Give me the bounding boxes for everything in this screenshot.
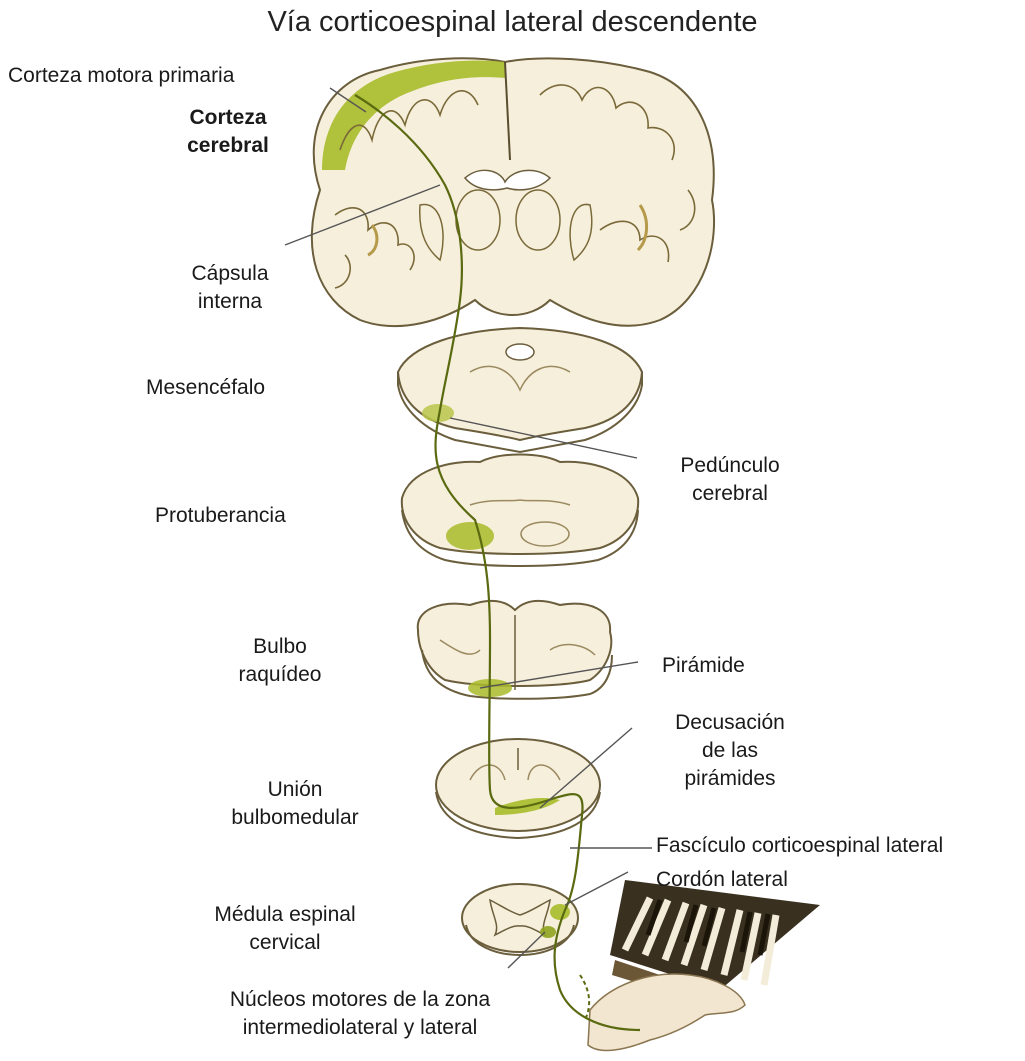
label-capsula-interna: Cápsula interna: [170, 260, 290, 316]
label-nucleos-line2: intermediolateral y lateral: [170, 1014, 550, 1042]
label-piramide: Pirámide: [662, 652, 745, 680]
label-nucleos-motores: Núcleos motores de la zona intermediolat…: [170, 986, 550, 1042]
label-pedunculo-cerebral: Pedúnculo cerebral: [660, 452, 800, 508]
label-capsula-interna-line1: Cápsula: [170, 260, 290, 288]
label-pedunculo-line1: Pedúnculo: [660, 452, 800, 480]
label-union-line2: bulbomedular: [225, 804, 365, 832]
hand: [588, 974, 745, 1050]
label-corteza-motora-primaria: Corteza motora primaria: [8, 62, 234, 90]
label-decusacion-line3: pirámides: [650, 765, 810, 793]
pons-tract-highlight: [446, 522, 494, 550]
label-fasciculo-corticoespinal: Fascículo corticoespinal lateral: [656, 832, 943, 860]
label-nucleos-line1: Núcleos motores de la zona: [170, 986, 550, 1014]
piano-hand-illustration: [588, 880, 820, 1050]
pons-section: [402, 455, 638, 567]
junction-section: [436, 739, 600, 838]
label-decusacion-line1: Decusación: [650, 709, 810, 737]
label-corteza-cerebral-line1: Corteza: [168, 104, 288, 132]
motor-nuclei-highlight: [540, 926, 556, 938]
label-decusacion-piramides: Decusación de las pirámides: [650, 709, 810, 793]
label-corteza-cerebral: Corteza cerebral: [168, 104, 288, 160]
label-pedunculo-line2: cerebral: [660, 480, 800, 508]
label-medula-line1: Médula espinal: [190, 901, 380, 929]
label-bulbo-line2: raquídeo: [225, 661, 335, 689]
label-corteza-cerebral-line2: cerebral: [168, 132, 288, 160]
label-capsula-interna-line2: interna: [170, 288, 290, 316]
label-bulbo-line1: Bulbo: [225, 633, 335, 661]
label-medula-espinal-cervical: Médula espinal cervical: [190, 901, 380, 957]
label-medula-line2: cervical: [190, 929, 380, 957]
label-mesencefalo: Mesencéfalo: [146, 374, 265, 402]
label-decusacion-line2: de las: [650, 737, 810, 765]
brain-coronal-section: [312, 58, 714, 326]
label-bulbo-raquideo: Bulbo raquídeo: [225, 633, 335, 689]
diagram-title: Vía corticoespinal lateral descendente: [0, 6, 1025, 39]
label-union-line1: Unión: [225, 776, 365, 804]
medulla-section: [418, 601, 612, 699]
label-cordon-lateral: Cordón lateral: [656, 866, 788, 894]
label-protuberancia: Protuberancia: [155, 502, 286, 530]
label-union-bulbomedular: Unión bulbomedular: [225, 776, 365, 832]
